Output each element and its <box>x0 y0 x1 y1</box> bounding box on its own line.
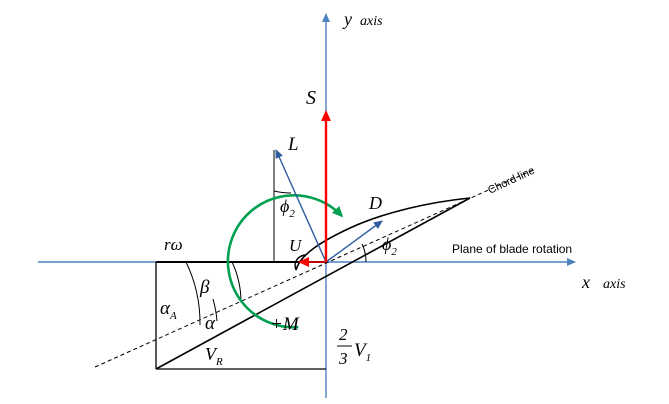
v1-label: V1 <box>354 340 371 364</box>
phi-lower-label: ϕ2 <box>382 234 397 258</box>
moment-label: +M <box>270 314 300 335</box>
chord-line-label: Chord line <box>486 165 537 197</box>
alpha-arc <box>212 298 218 322</box>
moment-circle <box>226 194 344 329</box>
phi-upper-arc <box>273 190 292 194</box>
s-label: S <box>306 87 316 109</box>
drag-label: D <box>368 193 382 213</box>
fraction-denominator: 3 <box>338 349 348 368</box>
drag-vector <box>325 220 383 263</box>
airfoil-profile <box>295 197 471 271</box>
relative-velocity-line <box>155 197 471 370</box>
alpha-label: α <box>205 313 216 334</box>
beta-label: β <box>199 277 210 298</box>
x-axis-word-label: axis <box>603 277 626 292</box>
chord-line <box>94 169 534 368</box>
fraction-numerator: 2 <box>339 325 348 344</box>
relative-velocity-label: VR <box>205 344 223 368</box>
alpha-a-arc <box>185 261 201 326</box>
alpha-a-label: αA <box>160 298 177 322</box>
x-axis-var-label: x <box>581 272 590 292</box>
u-label: U <box>289 236 303 255</box>
y-axis-word-label: axis <box>360 14 383 29</box>
lift-vector <box>275 149 327 263</box>
airfoil-leading-edge <box>294 254 306 271</box>
lift-label: L <box>287 134 299 155</box>
r-omega-label: rω <box>164 235 183 254</box>
phi-upper-label: ϕ2 <box>280 196 295 220</box>
phi-lower-arc <box>361 243 367 263</box>
y-axis-var-label: y <box>342 9 352 29</box>
plane-of-rotation-label: Plane of blade rotation <box>452 242 572 256</box>
